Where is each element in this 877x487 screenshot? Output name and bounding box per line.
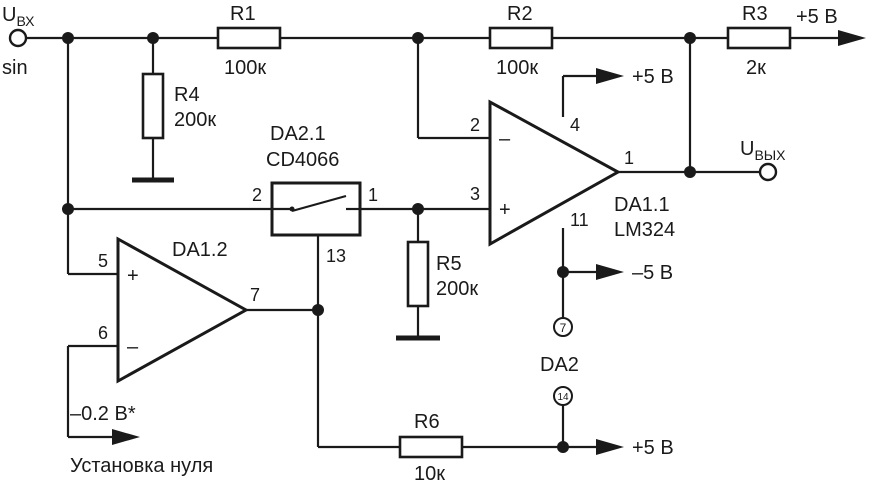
junction-dots	[62, 32, 696, 453]
opamp2-sign-noninv: +	[127, 265, 139, 287]
resistor-r1	[216, 26, 282, 50]
opamp1-pin-vplus: 4	[570, 115, 580, 135]
input-label: UВХ	[2, 4, 35, 29]
r3-supply-label: +5 В	[796, 6, 838, 28]
resistor-r5	[406, 240, 430, 308]
opamp2-pin-noninv: 5	[98, 251, 108, 271]
opamp2-sign-inv: –	[127, 336, 139, 358]
switch-pin-ctrl: 13	[326, 246, 346, 266]
zero-ref-arrow	[112, 429, 140, 445]
da2-supply-arrow	[596, 439, 624, 455]
opamp-da1-2	[116, 236, 250, 384]
r3-name: R3	[742, 3, 768, 25]
da2-name: DA2	[540, 354, 579, 376]
da2-supply-label: +5 В	[632, 437, 674, 459]
da2-pin7-circle	[553, 317, 573, 337]
opamp1-pin-noninv: 3	[470, 184, 480, 204]
opamp-da1-1	[488, 99, 622, 247]
output-terminal	[758, 162, 778, 182]
opamp-pos-supply-label: +5 В	[632, 66, 674, 88]
wires	[26, 36, 838, 449]
r3-value: 2к	[746, 57, 766, 79]
opamp-neg-supply-arrow	[596, 264, 624, 280]
opamp1-sign-noninv: +	[499, 199, 511, 221]
switch-part: CD4066	[266, 149, 339, 171]
resistor-r4	[141, 72, 165, 140]
output-label: UВЫХ	[740, 138, 786, 163]
r3-supply-arrow	[838, 30, 866, 46]
r5-name: R5	[436, 253, 462, 275]
zero-adjust-caption: Установка нуля	[70, 455, 213, 477]
switch-pin-in: 2	[252, 185, 262, 205]
r2-value: 100к	[496, 57, 538, 79]
opamp1-pin-inv: 2	[470, 115, 480, 135]
opamp-neg-supply-label: –5 В	[632, 262, 673, 284]
switch-name: DA2.1	[270, 123, 326, 145]
r6-name: R6	[414, 411, 440, 433]
resistor-r2	[488, 26, 554, 50]
r4-value: 200к	[174, 109, 216, 131]
zero-ref-label: –0.2 В*	[70, 403, 136, 425]
da2-pin14-circle	[553, 386, 573, 406]
opamp2-pin-out: 7	[250, 285, 260, 305]
r5-value: 200к	[436, 278, 478, 300]
switch-pin-out: 1	[368, 185, 378, 205]
opamp1-part: LM324	[614, 219, 675, 241]
r2-name: R2	[507, 3, 533, 25]
resistor-r3	[726, 26, 792, 50]
opamp2-name: DA1.2	[172, 239, 228, 261]
opamp-pos-supply-arrow	[596, 68, 624, 84]
analog-switch-da2-1	[270, 181, 362, 237]
input-signal-label: sin	[2, 57, 28, 79]
r6-value: 10к	[414, 463, 445, 485]
r4-name: R4	[174, 84, 200, 106]
opamp1-pin-vminus: 11	[570, 210, 589, 230]
r1-name: R1	[230, 3, 256, 25]
r1-value: 100к	[224, 57, 266, 79]
opamp1-sign-inv: –	[499, 128, 511, 150]
opamp2-pin-inv: 6	[98, 323, 108, 343]
da2-pin-gnd: 7	[560, 321, 567, 335]
opamp1-name: DA1.1	[614, 194, 670, 216]
da2-pin-vdd: 14	[557, 392, 569, 403]
input-terminal	[8, 28, 28, 48]
resistor-r6	[398, 435, 464, 459]
opamp1-pin-out: 1	[624, 148, 634, 168]
